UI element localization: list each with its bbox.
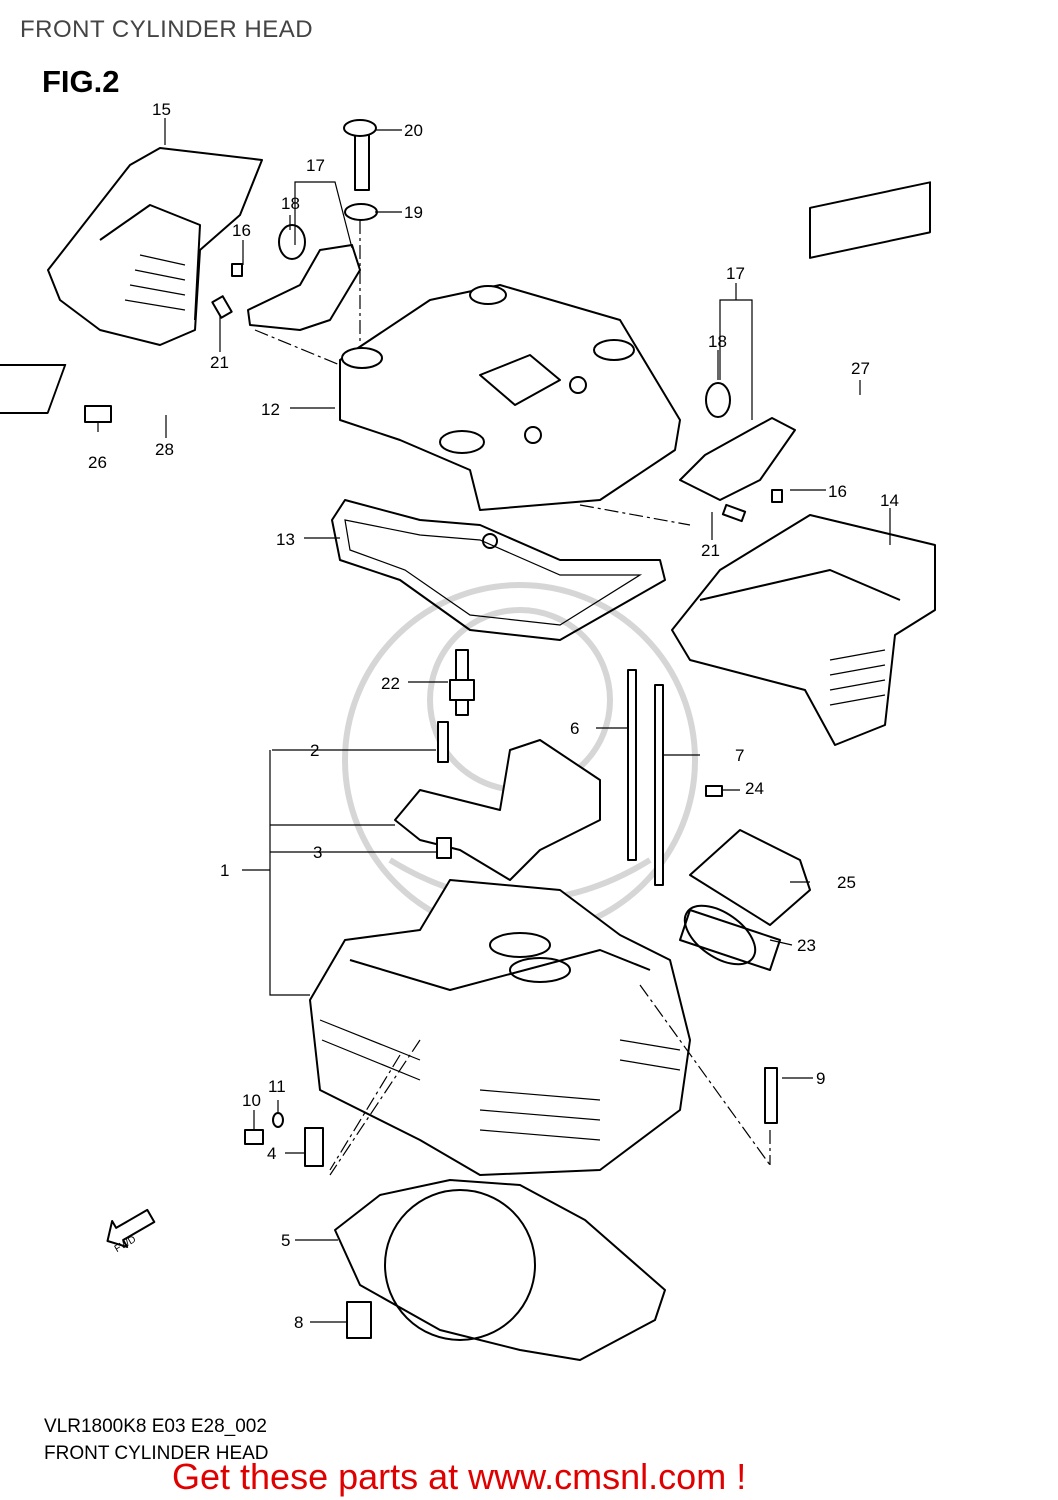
part-12-head-cover [339,284,681,511]
callout-24: 24 [745,779,764,798]
part-1-cylinder-head [309,879,691,1176]
part-13-gasket [331,499,666,641]
callout-11: 11 [268,1077,286,1096]
callout-9: 9 [816,1069,826,1088]
callout-3: 3 [313,843,323,862]
callout-27: 27 [851,359,870,378]
part-9-bolt [764,1067,778,1124]
part-27-pad [809,181,931,259]
part-2-cam-holder [394,721,601,881]
part-15-left-cover [47,147,263,346]
callout-17-left: 17 [306,156,325,175]
footer-title: FRONT CYLINDER HEAD [44,1443,269,1464]
callout-5: 5 [281,1231,291,1250]
part-7-stud [654,684,664,886]
callout-12: 12 [261,400,280,419]
callout-26: 26 [88,453,107,472]
callout-28: 28 [155,440,174,459]
part-28-pad [0,364,67,414]
part-22-spark-plug [449,649,475,716]
part-25-intake [679,829,811,971]
part-14-right-cover [671,514,936,746]
callout-19: 19 [404,203,423,222]
page-title: FRONT CYLINDER HEAD [20,16,314,43]
fwd-arrow-icon [106,1208,156,1248]
callout-25: 25 [837,873,856,892]
part-26-block [84,405,112,423]
callout-1: 1 [220,861,230,880]
callout-4: 4 [267,1144,277,1163]
callout-23: 23 [797,936,816,955]
callout-13: 13 [276,530,295,549]
callout-18-left: 18 [281,194,300,213]
callout-21-right: 21 [701,541,720,560]
callout-22: 22 [381,674,400,693]
callout-6: 6 [570,719,580,738]
callout-8: 8 [294,1313,304,1332]
assembly-lines [254,220,771,1176]
part-4-fitting [304,1127,324,1167]
callout-18-right: 18 [708,332,727,351]
promo-link[interactable]: Get these parts at www.cmsnl.com ! [172,1456,747,1497]
callout-16-right: 16 [828,482,847,501]
diagram-code: VLR1800K8 E03 E28_002 [44,1416,267,1437]
part-5-head-gasket [334,1179,666,1361]
hardware-upper-right [679,382,796,523]
part-8-dowel [346,1301,372,1339]
part-10-bolt [244,1129,264,1145]
callout-17-right: 17 [726,264,745,283]
figure-label: FIG.2 [42,64,120,99]
callout-20: 20 [404,121,423,140]
part-11-washer [272,1112,284,1128]
part-6-stud [627,669,637,861]
callout-7: 7 [735,746,745,765]
callout-16-left: 16 [232,221,251,240]
callout-2: 2 [310,741,320,760]
leader-lines [97,118,891,1323]
callout-14: 14 [880,491,899,510]
part-24-bolt [705,785,723,797]
callout-15: 15 [152,100,171,119]
callout-10: 10 [242,1091,261,1110]
callout-21-left: 21 [210,353,229,372]
